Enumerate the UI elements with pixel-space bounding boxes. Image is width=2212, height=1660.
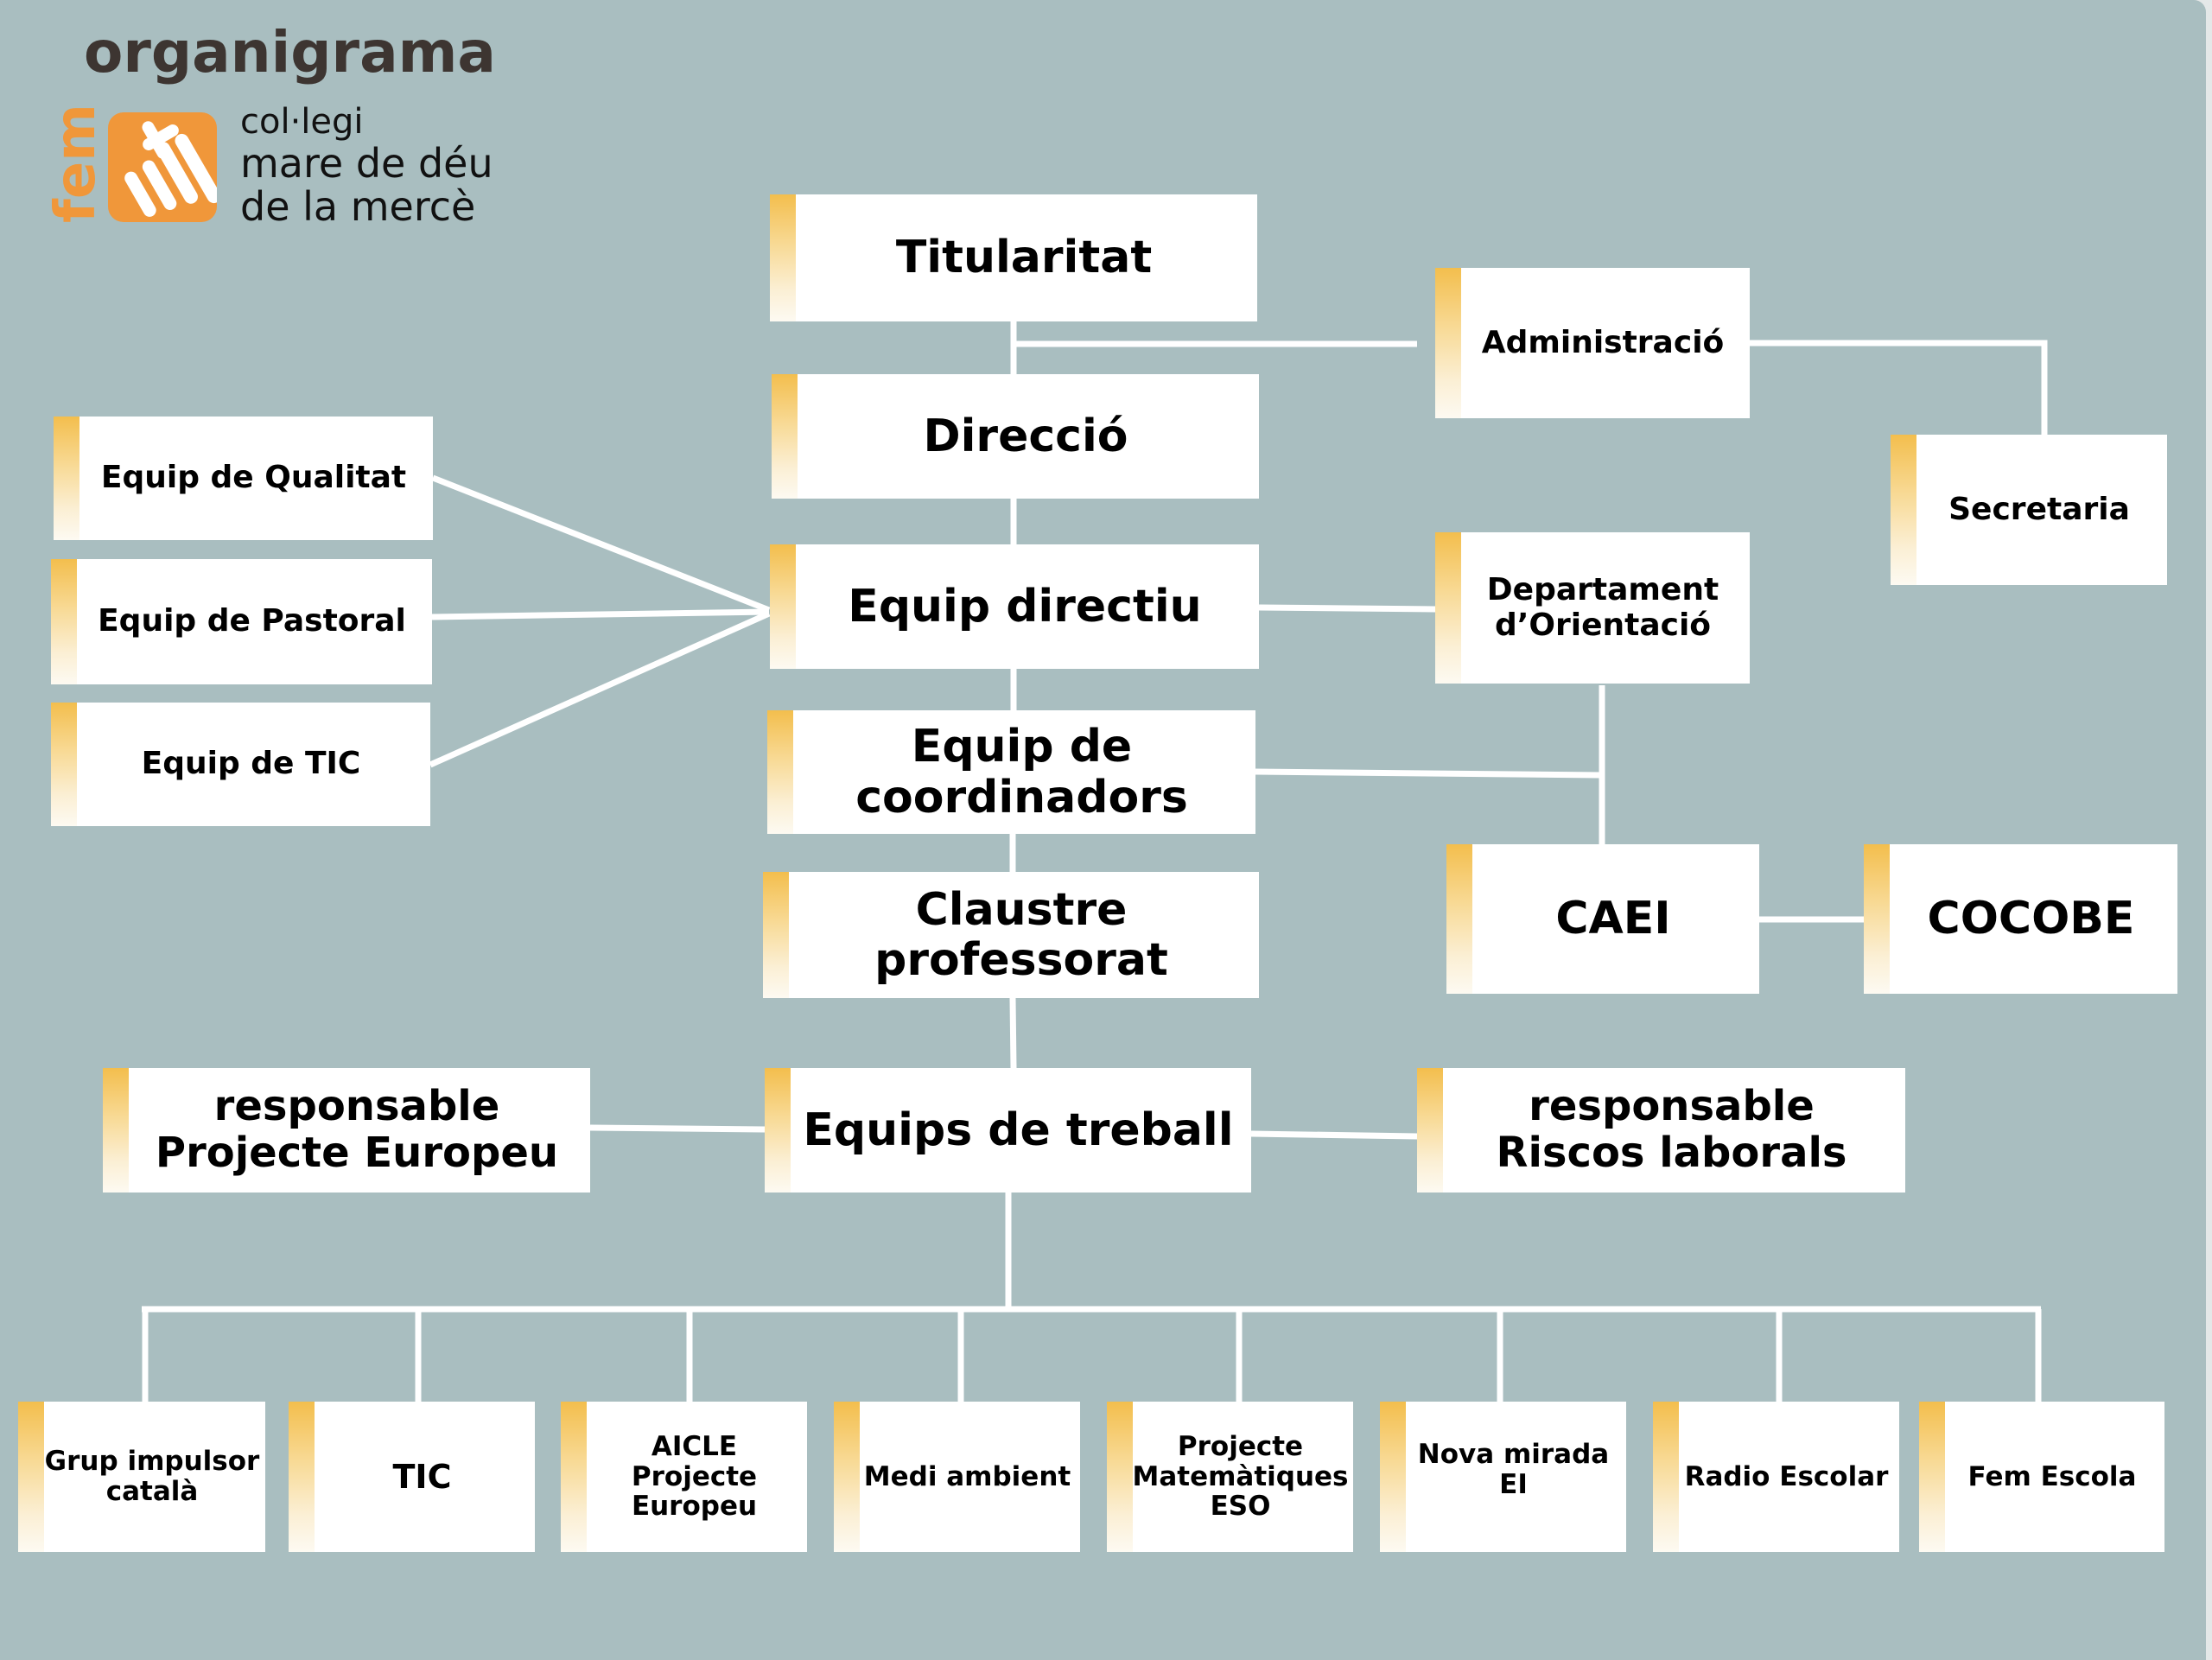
node-equip-qualitat: Equip de Qualitat xyxy=(54,417,433,540)
work-team-box: Radio Escolar xyxy=(1653,1402,1899,1552)
work-team-label: AICLE Projecte Europeu xyxy=(631,1430,758,1523)
node-label: Equips de treball xyxy=(803,1103,1234,1156)
node-equip-directiu: Equip directiu xyxy=(770,544,1259,669)
node-label: Departament d’Orientació xyxy=(1486,572,1719,643)
node-label: Equip de coordinadors xyxy=(855,721,1188,824)
node-label: Administració xyxy=(1481,324,1725,360)
node-administracio: Administració xyxy=(1435,268,1750,418)
school-logo-icon xyxy=(108,112,217,222)
connector-equips-projecte xyxy=(589,1124,766,1133)
node-label: Secretaria xyxy=(1948,491,2130,527)
node-label: responsable Riscos laborals xyxy=(1496,1082,1847,1177)
node-label: responsable Projecte Europeu xyxy=(155,1082,559,1177)
school-name-line-3: de la mercè xyxy=(240,183,476,230)
connector-equips-riscos xyxy=(1250,1130,1418,1140)
node-resp-riscos: responsable Riscos laborals xyxy=(1417,1068,1905,1193)
connector-claustre-equips xyxy=(1009,997,1017,1069)
node-label: Equip directiu xyxy=(848,580,1202,633)
work-team-label: Radio Escolar xyxy=(1684,1460,1889,1492)
node-resp-projecte-europeu: responsable Projecte Europeu xyxy=(103,1068,590,1193)
logo-side-text: fem xyxy=(44,104,108,223)
work-team-label: TIC xyxy=(392,1457,452,1496)
work-team-label: Grup impulsor català xyxy=(44,1446,260,1507)
work-team-box: Fem Escola xyxy=(1919,1402,2164,1552)
node-secretaria: Secretaria xyxy=(1891,435,2167,585)
work-team-box: Projecte Matemàtiques ESO xyxy=(1107,1402,1353,1552)
node-label: Equip de Pastoral xyxy=(98,603,406,639)
node-label: Equip de Qualitat xyxy=(100,460,407,496)
node-equip-coordinadors: Equip de coordinadors xyxy=(767,710,1255,834)
page-title: organigrama xyxy=(84,19,496,86)
work-team-box: TIC xyxy=(289,1402,535,1552)
node-titularitat: Titularitat xyxy=(770,194,1257,321)
work-team-box: AICLE Projecte Europeu xyxy=(561,1402,807,1552)
node-label: Direcció xyxy=(923,410,1128,462)
node-equips-treball: Equips de treball xyxy=(765,1068,1251,1193)
connector-directiu-departament xyxy=(1258,604,1437,613)
work-team-label: Projecte Matemàtiques ESO xyxy=(1132,1430,1349,1523)
connector-directiu-qualitat xyxy=(431,474,771,614)
node-label: Claustre professorat xyxy=(874,883,1168,986)
work-team-box: Grup impulsor català xyxy=(18,1402,265,1552)
node-departament-orientacio: Departament d’Orientació xyxy=(1435,532,1750,684)
work-team-box: Medi ambient xyxy=(834,1402,1080,1552)
node-equip-tic: Equip de TIC xyxy=(51,703,430,826)
node-label: Titularitat xyxy=(895,232,1153,284)
work-team-label: Medi ambient xyxy=(863,1460,1071,1492)
node-cocobe: COCOBE xyxy=(1864,844,2177,994)
school-name-line-2: mare de déu xyxy=(240,140,493,187)
work-team-box: Nova mirada EI xyxy=(1380,1402,1626,1552)
node-label: Equip de TIC xyxy=(141,746,361,782)
node-label: CAEI xyxy=(1555,893,1671,945)
work-team-label: Nova mirada EI xyxy=(1417,1439,1610,1500)
connector-directiu-tic xyxy=(429,610,771,768)
school-name-line-1: col·legi xyxy=(240,102,364,142)
node-equip-pastoral: Equip de Pastoral xyxy=(51,559,432,684)
hands-and-cross-icon xyxy=(124,121,217,217)
work-team-label: Fem Escola xyxy=(1967,1460,2137,1492)
node-direccio: Direcció xyxy=(772,374,1259,499)
connector-administracio-secretaria xyxy=(1750,340,2048,435)
node-claustre: Claustre professorat xyxy=(763,872,1259,998)
node-caei: CAEI xyxy=(1446,844,1759,994)
connector-coordinadors-caei xyxy=(1255,768,1603,779)
node-label: COCOBE xyxy=(1927,893,2135,945)
school-name: col·legi mare de déu de la mercè xyxy=(240,102,493,228)
connector-directiu-pastoral xyxy=(431,608,770,620)
